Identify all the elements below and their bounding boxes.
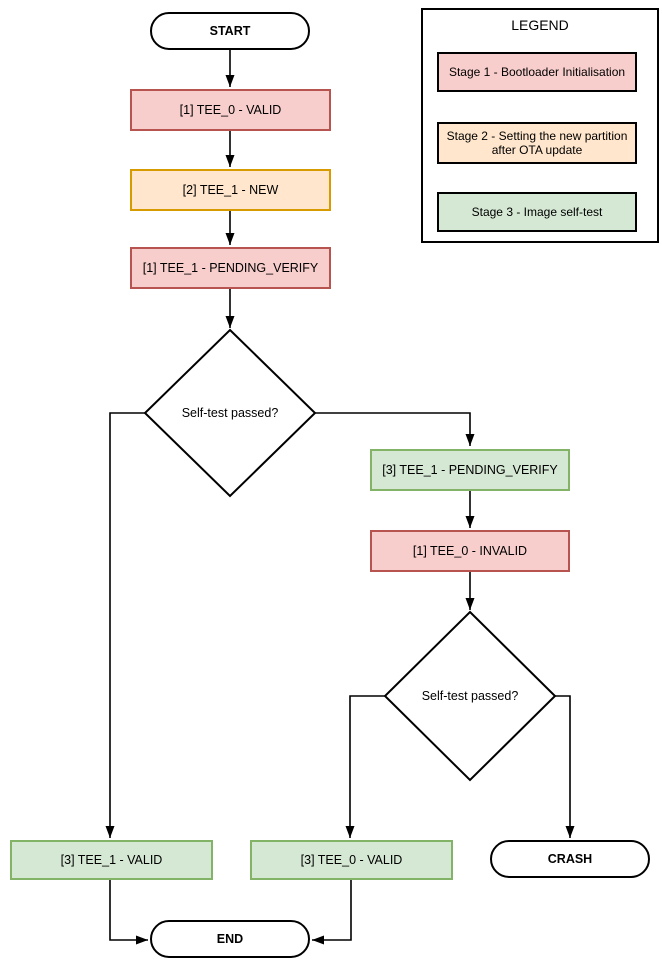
node-tee0-valid-stage1: [1] TEE_0 - VALID (130, 89, 331, 131)
edge-decision2-right-to-crash (555, 695, 575, 838)
legend-item-stage1: Stage 1 - Bootloader Initialisation (437, 52, 637, 92)
node-tee1-valid-stage3: [3] TEE_1 - VALID (10, 840, 213, 880)
decision-2-shape (383, 610, 557, 782)
legend-title: LEGEND (511, 17, 569, 33)
node-start: START (150, 12, 310, 50)
edge-decision1-right-to-pendingverify3 (315, 412, 475, 446)
node-tee0-invalid-stage1: [1] TEE_0 - INVALID (370, 530, 570, 572)
decision-1-label: Self-test passed? (181, 406, 279, 420)
node-tee1-new-stage2: [2] TEE_1 - NEW (130, 169, 331, 211)
node-tee1-pending-verify-stage3: [3] TEE_1 - PENDING_VERIFY (370, 449, 570, 491)
decision-1-shape (143, 328, 317, 498)
node-tee1-pending-verify-stage1: [1] TEE_1 - PENDING_VERIFY (130, 247, 331, 289)
edge-tee0valid3-to-end (312, 880, 352, 945)
legend-item-stage2: Stage 2 - Setting the new partition afte… (437, 122, 637, 164)
edge-tee1valid-to-end (109, 880, 148, 945)
node-end: END (150, 920, 310, 958)
node-crash: CRASH (490, 840, 650, 878)
legend-item-stage3: Stage 3 - Image self-test (437, 192, 637, 232)
decision-2-label: Self-test passed? (421, 689, 519, 703)
edge-decision2-left-to-tee0valid3 (345, 695, 385, 838)
edge-decision1-left-to-tee1valid (105, 412, 145, 838)
legend-panel: LEGEND Stage 1 - Bootloader Initialisati… (421, 8, 659, 243)
node-tee0-valid-stage3: [3] TEE_0 - VALID (250, 840, 453, 880)
